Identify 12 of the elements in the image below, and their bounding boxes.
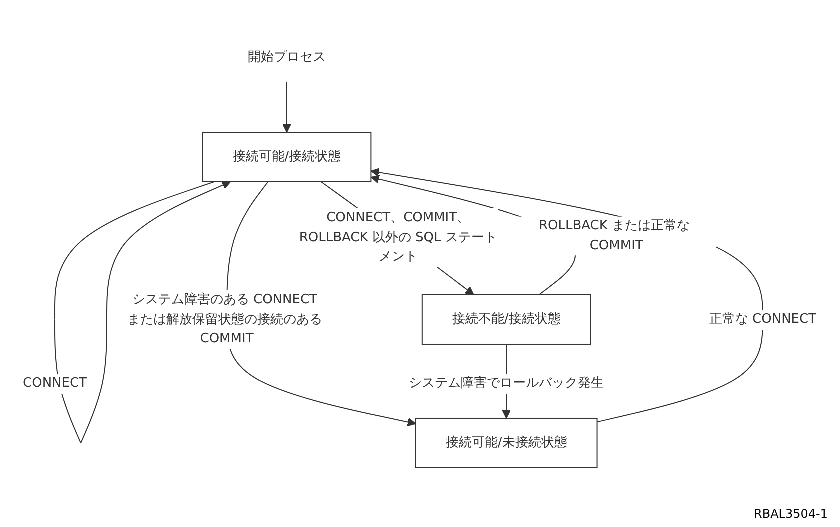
arrow	[282, 82, 292, 132]
node-box: 接続可能/接続状態	[202, 132, 372, 182]
edge-label: ROLLBACK または正常な COMMIT	[539, 218, 690, 253]
figure-id: RBAL3504-1	[754, 507, 828, 521]
node-box: 接続可能/未接続状態	[416, 417, 598, 468]
edge-label: システム障害のある CONNECT または解放保留状態の接続のある COMMIT	[128, 292, 323, 346]
node-text: 開始プロセス	[248, 50, 326, 64]
edge-label: CONNECT	[23, 375, 88, 390]
edge-label: 正常な CONNECT	[710, 311, 817, 326]
edge-label: システム障害でロールバック発生	[409, 375, 604, 390]
node-box: 接続不能/接続状態	[422, 294, 592, 344]
edge-label: CONNECT、COMMIT、ROLLBACK 以外の SQL ステートメント	[300, 210, 498, 264]
